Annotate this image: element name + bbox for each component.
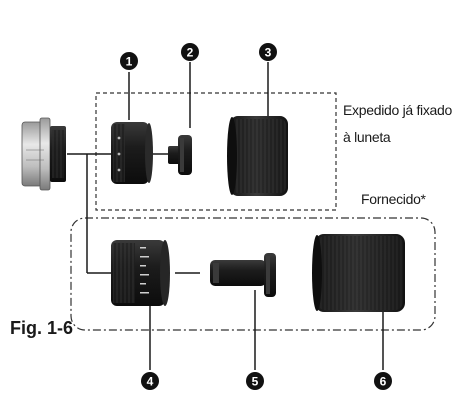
svg-text:5: 5	[252, 375, 259, 389]
svg-text:3: 3	[265, 46, 272, 60]
callout-1: 1	[120, 52, 138, 70]
svg-text:1: 1	[126, 55, 133, 69]
svg-text:4: 4	[147, 375, 154, 389]
callout-4: 4	[141, 372, 159, 390]
supplied-annotation: Fornecido*	[361, 191, 426, 207]
shipped-group-frame	[95, 92, 337, 211]
svg-text:6: 6	[380, 375, 387, 389]
connector-lines	[67, 62, 384, 370]
callout-6: 6	[374, 372, 392, 390]
part-1-adapter-ring	[111, 122, 153, 184]
part-5-extension-plug	[210, 253, 276, 297]
shipped-fixed-annotation: Expedido já fixado à luneta	[343, 97, 452, 151]
scope-eyepiece	[21, 117, 66, 191]
figure-label: Fig. 1-6	[10, 318, 74, 338]
shipped-line-2: à luneta	[343, 129, 391, 145]
callout-3: 3	[259, 43, 277, 61]
callout-2: 2	[181, 43, 199, 61]
part-3-large-cap	[227, 116, 288, 196]
part-2-small-plug	[168, 135, 192, 175]
svg-text:2: 2	[187, 46, 194, 60]
shipped-line-1: Expedido já fixado	[343, 102, 453, 118]
callout-5: 5	[246, 372, 264, 390]
supplied-group-frame	[70, 217, 436, 331]
part-4-dial-ring	[111, 240, 170, 306]
part-6-large-cap	[312, 234, 405, 312]
